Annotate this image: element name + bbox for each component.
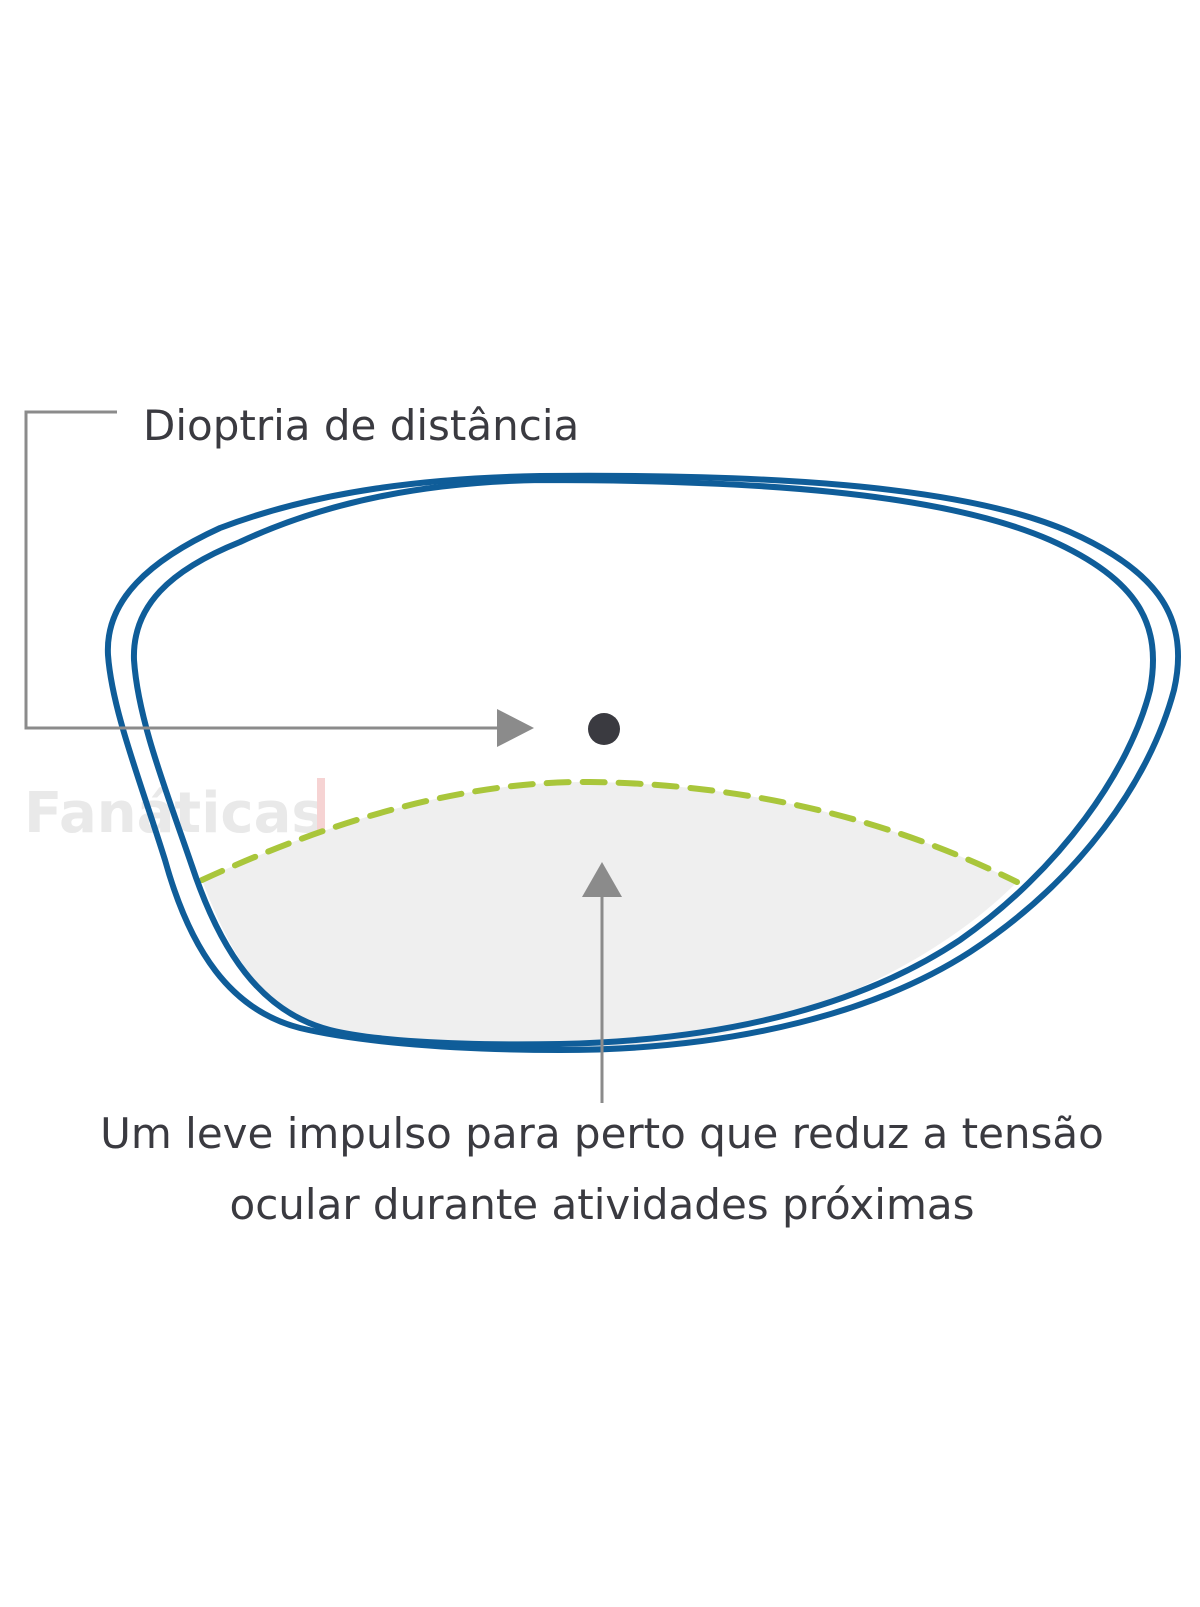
- distance-leader-line: [24, 410, 498, 730]
- near-zone-boundary: [199, 778, 1020, 885]
- distance-label: Dioptria de distância: [143, 401, 579, 450]
- watermark-accent: [317, 778, 325, 830]
- distance-point: [588, 713, 620, 745]
- distance-arrowhead: [497, 709, 534, 747]
- near-label-line1: Um leve impulso para perto que reduz a t…: [100, 1109, 1104, 1158]
- lens-outline-outer: [104, 472, 1182, 1054]
- near-zone: [202, 781, 1017, 1050]
- lens-outline-inner: [130, 476, 1156, 1048]
- near-arrowhead: [582, 862, 622, 897]
- near-label-line2: ocular durante atividades próximas: [230, 1180, 975, 1229]
